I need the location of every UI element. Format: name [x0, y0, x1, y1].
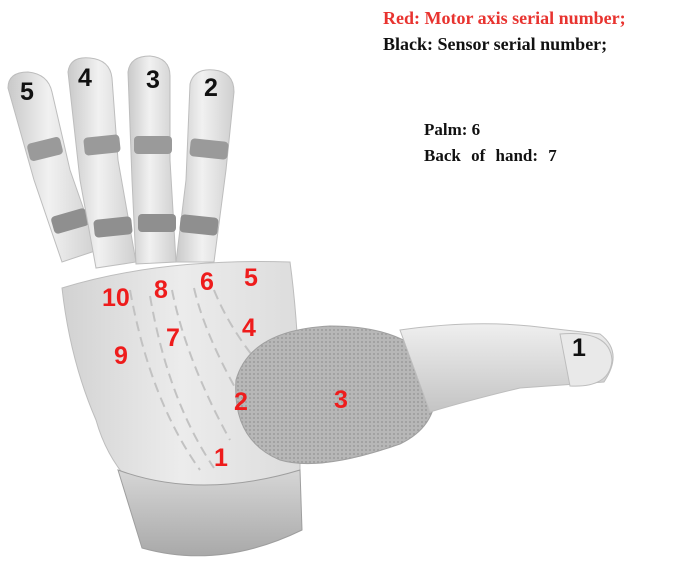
motor-label-4: 4 [242, 316, 256, 341]
sensor-label-thumb: 1 [572, 336, 586, 361]
sensor-label-middle: 3 [146, 68, 160, 93]
sensor-label-index: 2 [204, 76, 218, 101]
motor-label-5: 5 [244, 266, 258, 291]
motor-label-8: 8 [154, 278, 168, 303]
legend-motor-axis: Red: Motor axis serial number; [383, 8, 626, 29]
sensor-label-little: 5 [20, 80, 34, 105]
motor-label-1: 1 [214, 446, 228, 471]
sensor-label-ring: 4 [78, 66, 92, 91]
legend-palm: Palm: 6 [424, 120, 480, 140]
motor-label-2: 2 [234, 390, 248, 415]
legend-back-of-hand: Back of hand: 7 [424, 146, 557, 166]
motor-label-6: 6 [200, 270, 214, 295]
motor-label-7: 7 [166, 326, 180, 351]
legend-sensor: Black: Sensor serial number; [383, 34, 607, 55]
motor-label-9: 9 [114, 344, 128, 369]
motor-label-10: 10 [102, 286, 130, 311]
motor-label-3: 3 [334, 388, 348, 413]
